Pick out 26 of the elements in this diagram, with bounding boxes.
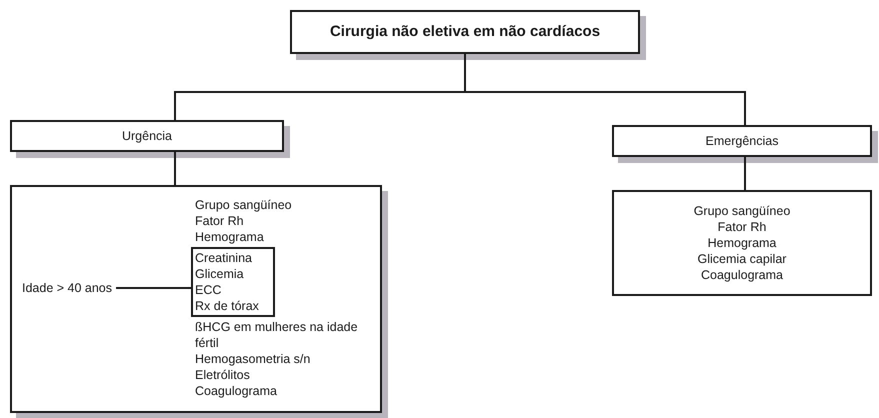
test-item: Creatinina	[195, 250, 252, 266]
connector-line	[464, 54, 746, 125]
test-item: Rx de tórax	[195, 298, 259, 314]
connector-line	[174, 152, 176, 185]
test-item: Coagulograma	[195, 383, 277, 399]
test-item: Eletrólitos	[195, 367, 250, 383]
test-item: Fator Rh	[718, 219, 766, 235]
test-item: Hemogasometria s/n	[195, 351, 310, 367]
test-item: Hemograma	[708, 235, 776, 251]
test-item: Grupo sangüíneo	[195, 197, 292, 213]
category-label: Emergências	[706, 133, 778, 149]
title-text: Cirurgia não eletiva em não cardíacos	[330, 24, 600, 40]
test-item: Coagulograma	[701, 267, 783, 283]
test-item: Fator Rh	[195, 213, 244, 229]
test-item: Grupo sangüíneo	[694, 203, 790, 219]
connector-line	[116, 287, 191, 289]
condition-text: Idade > 40 anos	[22, 280, 112, 296]
test-item: Glicemia capilar	[698, 251, 786, 267]
test-item: ßHCG em mulheres na idade fértil	[195, 319, 359, 351]
test-list-box	[612, 190, 872, 296]
test-item: Hemograma	[195, 229, 264, 245]
test-item: ECC	[195, 282, 222, 298]
connector-line	[744, 157, 746, 190]
test-item: Glicemia	[195, 266, 244, 282]
category-label: Urgência	[122, 128, 172, 144]
grouped-tests-box	[191, 247, 275, 317]
